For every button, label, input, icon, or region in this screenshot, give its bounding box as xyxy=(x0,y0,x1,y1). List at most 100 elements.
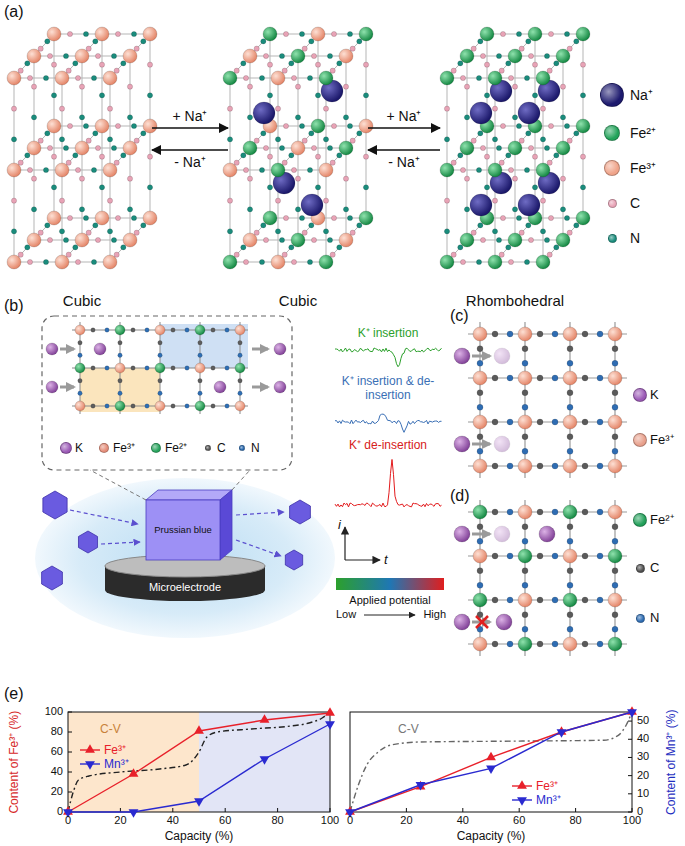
carbon-atom xyxy=(477,568,483,574)
nitrogen-atom xyxy=(83,123,88,128)
carbon-atom xyxy=(171,366,175,370)
nitrogen-atom xyxy=(597,375,603,381)
legend-marker xyxy=(517,780,527,789)
nitrogen-atom xyxy=(73,61,78,66)
nitrogen-atom xyxy=(507,419,513,425)
carbon-atom xyxy=(91,404,95,408)
nitrogen-atom xyxy=(241,245,246,250)
iron-atom xyxy=(563,593,577,607)
arrow-label: - Na⁺ xyxy=(388,154,419,171)
carbon-atom xyxy=(115,215,120,220)
carbon-atom xyxy=(343,84,348,89)
nitrogen-atom xyxy=(127,115,132,120)
colorbar-end: High xyxy=(423,608,446,621)
lattice-bond xyxy=(270,126,271,218)
data-marker xyxy=(325,707,335,716)
carbon-atom xyxy=(537,331,543,337)
nitrogen-atom xyxy=(307,167,312,172)
tick-label: 100 xyxy=(321,814,339,827)
legend-label: C xyxy=(217,441,226,455)
nitrogen-atom xyxy=(612,448,618,454)
nitrogen-atom xyxy=(540,229,545,234)
carbon-atom xyxy=(471,230,476,235)
iron-atom xyxy=(460,233,474,247)
lattice-bond xyxy=(62,170,63,262)
nitrogen-atom xyxy=(597,641,603,647)
nitrogen-atom xyxy=(357,223,362,228)
tick-mark xyxy=(628,757,632,758)
tick-label: 10 xyxy=(637,787,649,800)
carbon-atom xyxy=(331,31,336,36)
nitrogen-atom xyxy=(496,237,501,242)
ion-arrow xyxy=(60,348,74,351)
nitrogen-atom xyxy=(477,582,483,588)
nitrogen-atom xyxy=(477,448,483,454)
tick-label: 60 xyxy=(219,814,231,827)
nitrogen-atom xyxy=(347,215,352,220)
carbon-atom xyxy=(198,379,202,383)
nitrogen-atom xyxy=(507,331,513,337)
carbon-atom xyxy=(522,568,528,574)
legend-label: Fe³⁺ xyxy=(650,432,674,448)
lattice-bond xyxy=(34,56,35,148)
nitrogen-atom xyxy=(63,145,68,150)
nitrogen-atom xyxy=(516,31,521,36)
curve-label: C-V xyxy=(100,722,121,736)
iron-atom xyxy=(608,549,622,563)
nitrogen-atom xyxy=(247,207,252,212)
carbon-atom xyxy=(227,198,232,203)
nitrogen-atom xyxy=(118,353,122,357)
nitrogen-atom xyxy=(59,137,64,142)
carbon-atom xyxy=(134,230,139,235)
lattice-bond xyxy=(467,148,468,240)
carbon-atom xyxy=(540,198,545,203)
legend-swatch xyxy=(60,442,72,454)
tick-label: 60 xyxy=(51,745,63,758)
carbon-atom xyxy=(508,167,513,172)
zoom-line xyxy=(90,470,146,500)
iron-atom xyxy=(536,255,550,269)
carbon-atom xyxy=(27,167,32,172)
carbon-atom xyxy=(330,160,335,165)
lattice-bond xyxy=(82,56,83,148)
carbon-atom xyxy=(254,138,259,143)
nitrogen-atom xyxy=(512,207,517,212)
carbon-atom xyxy=(537,463,543,469)
carbon-atom xyxy=(127,84,132,89)
nitrogen-atom xyxy=(574,223,579,228)
carbon-atom xyxy=(234,68,239,73)
legend-swatch xyxy=(99,443,109,453)
curve-label: C-V xyxy=(398,722,419,736)
nitrogen-atom xyxy=(567,582,573,588)
tick-label: 30 xyxy=(637,750,649,763)
blocked-mark xyxy=(476,616,488,628)
iron-atom xyxy=(576,211,590,225)
lattice-bond xyxy=(467,56,468,148)
carbon-atom xyxy=(567,434,573,440)
carbon-atom xyxy=(582,509,588,515)
lattice-bond xyxy=(150,34,151,126)
iron-atom xyxy=(473,593,487,607)
iron-atom xyxy=(608,371,622,385)
carbon-atom xyxy=(484,62,489,67)
lattice-bond xyxy=(14,170,15,262)
carbon-atom xyxy=(38,46,43,51)
mixed-valence-lattice xyxy=(454,500,627,656)
iron-atom xyxy=(440,255,454,269)
nitrogen-atom xyxy=(458,61,463,66)
carbon-atom xyxy=(234,160,239,165)
nitrogen-atom xyxy=(158,353,162,357)
nitrogen-atom xyxy=(25,245,30,250)
data-line xyxy=(68,724,330,812)
tick-label: 0 xyxy=(57,805,63,818)
carbon-atom xyxy=(492,375,498,381)
iron-atom xyxy=(311,119,325,133)
tick-label: 80 xyxy=(51,725,63,738)
iron-atom xyxy=(235,325,245,335)
carbon-atom xyxy=(547,160,552,165)
carbon-atom xyxy=(480,237,485,242)
nitrogen-atom xyxy=(564,31,569,36)
nitrogen-atom xyxy=(492,229,497,234)
legend-label: C xyxy=(650,560,659,576)
